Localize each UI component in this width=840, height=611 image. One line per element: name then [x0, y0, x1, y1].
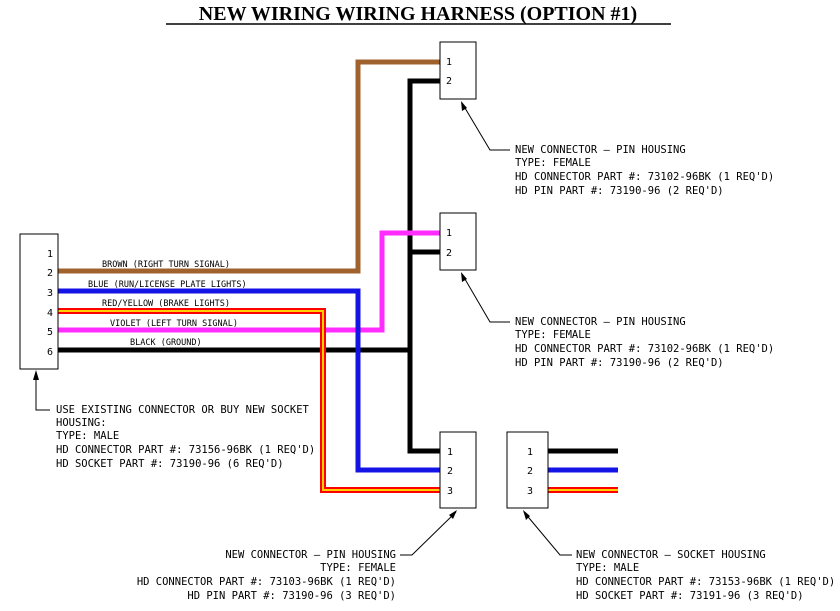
c2-pin-2: 2: [446, 248, 452, 259]
c2-note: NEW CONNECTOR – PIN HOUSING TYPE: FEMALE…: [515, 316, 774, 369]
wire-blue: [58, 288, 440, 473]
connector-1: [439, 41, 477, 100]
c4-note-line-3: HD CONNECTOR PART #: 73153-96BK (1 REQ'D…: [576, 576, 835, 588]
connector-2: [439, 212, 477, 271]
wire-label-violet: VIOLET (LEFT TURN SIGNAL): [110, 319, 238, 329]
c1-note: NEW CONNECTOR – PIN HOUSING TYPE: FEMALE…: [515, 144, 774, 197]
c3-note: NEW CONNECTOR – PIN HOUSING TYPE: FEMALE…: [137, 549, 396, 602]
connector-3: [439, 431, 477, 509]
c3-note-line-3: HD CONNECTOR PART #: 73103-96BK (1 REQ'D…: [137, 576, 396, 588]
c4-pin-3: 3: [527, 486, 533, 497]
c2-note-line-4: HD PIN PART #: 73190-96 (2 REQ'D): [515, 357, 724, 369]
c2-note-line-3: HD CONNECTOR PART #: 73102-96BK (1 REQ'D…: [515, 343, 774, 355]
c3-leader: [400, 511, 457, 556]
main-note-line-5: HD SOCKET PART #: 73190-96 (6 REQ'D): [56, 458, 284, 470]
main-leader-arrow: [33, 370, 39, 380]
c1-note-line-1: NEW CONNECTOR – PIN HOUSING: [515, 144, 686, 156]
wire-violet: [58, 230, 440, 333]
c1-leader: [461, 102, 510, 151]
c2-pin-1: 1: [446, 228, 452, 239]
c4-pin-2: 2: [527, 466, 533, 477]
main-pin-4: 4: [47, 308, 53, 319]
c1-pin-2: 2: [446, 76, 452, 87]
c4-note: NEW CONNECTOR – SOCKET HOUSING TYPE: MAL…: [576, 549, 835, 602]
c4-note-line-4: HD SOCKET PART #: 73191-96 (3 REQ'D): [576, 590, 804, 602]
wire-label-brown: BROWN (RIGHT TURN SIGNAL): [102, 260, 230, 270]
wire-brown: [58, 59, 440, 274]
c3-pin-2: 2: [447, 466, 453, 477]
c4-note-line-2: TYPE: MALE: [576, 562, 639, 574]
c1-leader-arrow: [461, 101, 467, 111]
wire-label-black: BLACK (GROUND): [130, 338, 202, 348]
c3-note-line-2: TYPE: FEMALE: [320, 562, 396, 574]
main-note-line-4: HD CONNECTOR PART #: 73156-96BK (1 REQ'D…: [56, 444, 315, 456]
main-pin-3: 3: [47, 288, 53, 299]
c4-leader: [523, 511, 572, 556]
c1-note-line-3: HD CONNECTOR PART #: 73102-96BK (1 REQ'D…: [515, 171, 774, 183]
main-pin-2: 2: [47, 268, 53, 279]
c1-note-line-4: HD PIN PART #: 73190-96 (2 REQ'D): [515, 185, 724, 197]
c1-pin-1: 1: [446, 57, 452, 68]
wire-label-blue: BLUE (RUN/LICENSE PLATE LIGHTS): [88, 280, 247, 290]
c3-leader-arrow: [449, 510, 457, 519]
main-pin-5: 5: [47, 327, 53, 338]
c2-leader: [461, 273, 510, 323]
wire-black-bus: [407, 78, 440, 454]
c4-note-line-1: NEW CONNECTOR – SOCKET HOUSING: [576, 549, 766, 561]
c2-leader-arrow: [461, 272, 467, 282]
wire-red-yellow-stripe: [58, 310, 440, 491]
c1-note-line-2: TYPE: FEMALE: [515, 157, 591, 169]
diagram-title: NEW WIRING WIRING HARNESS (OPTION #1): [199, 3, 637, 25]
wire-label-red-yellow: RED/YELLOW (BRAKE LIGHTS): [102, 299, 230, 309]
main-connector-note: USE EXISTING CONNECTOR OR BUY NEW SOCKET…: [56, 404, 315, 470]
main-note-line-3: TYPE: MALE: [56, 430, 119, 442]
c3-pin-1: 1: [447, 447, 453, 458]
main-pin-6: 6: [47, 347, 53, 358]
c3-note-line-4: HD PIN PART #: 73190-96 (3 REQ'D): [187, 590, 396, 602]
c4-leader-arrow: [523, 510, 530, 520]
c3-pin-3: 3: [447, 486, 453, 497]
main-note-line-2: HOUSING:: [56, 417, 107, 429]
c2-note-line-2: TYPE: FEMALE: [515, 329, 591, 341]
connector-4-socket: [506, 431, 549, 509]
main-leader: [35, 372, 50, 411]
main-pin-1: 1: [47, 249, 53, 260]
main-note-line-1: USE EXISTING CONNECTOR OR BUY NEW SOCKET: [56, 404, 310, 416]
c2-note-line-1: NEW CONNECTOR – PIN HOUSING: [515, 316, 686, 328]
main-connector: [19, 233, 59, 370]
c4-pin-1: 1: [527, 447, 533, 458]
c3-note-line-1: NEW CONNECTOR – PIN HOUSING: [225, 549, 396, 561]
